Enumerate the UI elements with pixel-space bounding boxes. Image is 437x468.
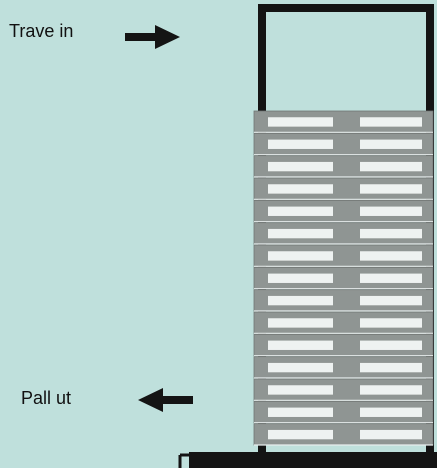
pallet	[253, 199, 434, 223]
pallet-stack	[253, 110, 434, 446]
left-arrow-icon	[138, 388, 193, 412]
pallet	[253, 400, 434, 424]
pallet	[253, 155, 434, 178]
pallet	[253, 177, 434, 200]
pall-ut-label: Pall ut	[21, 388, 72, 408]
pallet	[253, 311, 434, 334]
pallet	[253, 378, 434, 401]
trave-in-label: Trave in	[9, 21, 74, 41]
right-arrow-icon	[125, 25, 180, 49]
pallet	[253, 423, 434, 446]
pallet	[253, 266, 434, 290]
pallet	[253, 244, 434, 267]
pallet	[253, 356, 434, 379]
pallet	[253, 110, 434, 133]
pallet	[253, 132, 434, 156]
pallet	[253, 222, 434, 245]
pallet	[253, 333, 434, 357]
pallet	[253, 289, 434, 312]
